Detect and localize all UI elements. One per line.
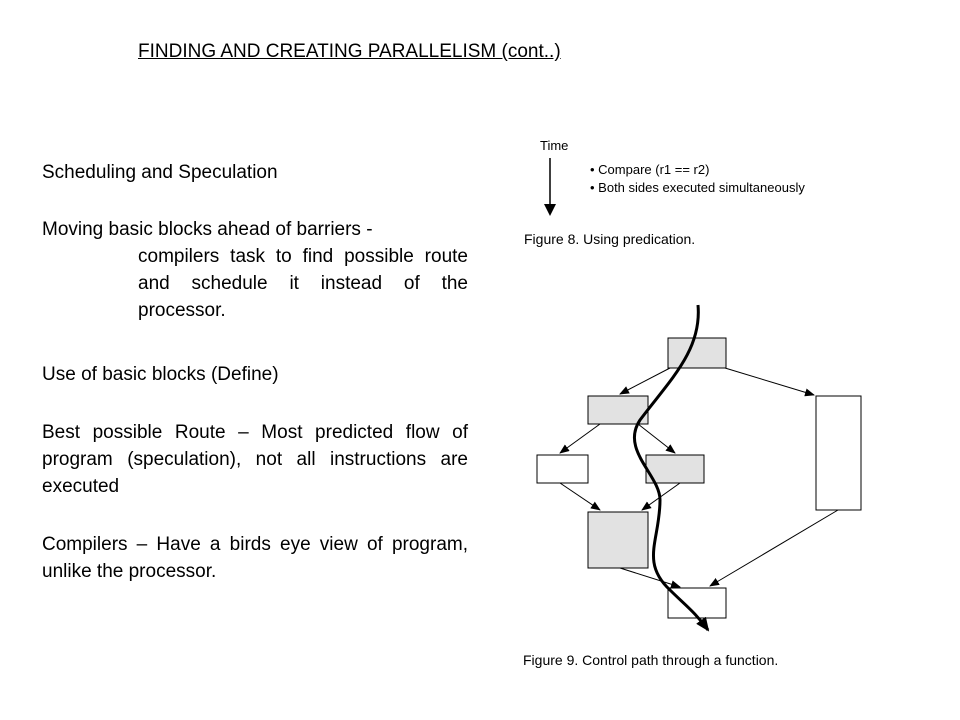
slide-title: FINDING AND CREATING PARALLELISM (cont..… (138, 41, 561, 62)
block-second (587, 395, 649, 425)
paragraph-basic-blocks: Use of basic blocks (Define) (42, 364, 279, 385)
block-white-left (536, 454, 589, 484)
figure-9-caption: Figure 9. Control path through a functio… (523, 652, 779, 668)
control-path (632, 304, 710, 632)
block-shaded-right (645, 454, 705, 484)
paragraph-moving-blocks: Moving basic blocks ahead of barriers - … (42, 216, 468, 324)
edge-top-to-right (724, 367, 815, 397)
figure-8-caption: Figure 8. Using predication. (524, 231, 696, 247)
bullet-both-sides: • Both sides executed simultaneously (590, 180, 805, 195)
edge-big-to-bottom (619, 567, 681, 589)
paragraph-best-route: Best possible Route – Most predicted flo… (42, 422, 468, 497)
time-arrow-head (544, 204, 556, 216)
figure-8-bullets: • Compare (r1 == r2) • Both sides execut… (590, 161, 805, 197)
block-bottom (667, 587, 727, 619)
block-big (587, 511, 649, 569)
paragraph-compilers: Compilers – Have a birds eye view of pro… (42, 534, 468, 582)
figure-9: Figure 9. Control path through a functio… (520, 300, 900, 680)
section-heading: Scheduling and Speculation (42, 162, 278, 183)
block-top (667, 337, 727, 369)
figure-8: Time • Compare (r1 == r2) • Both sides e… (520, 128, 900, 258)
paragraph-line-1: Moving basic blocks ahead of barriers - (42, 219, 373, 240)
edge-second-to-white (559, 423, 601, 454)
bullet-compare: • Compare (r1 == r2) (590, 162, 710, 177)
edge-tall-to-bottom (709, 509, 839, 587)
block-tall-right (815, 395, 862, 511)
edge-second-to-shaded (637, 423, 676, 454)
control-flow-diagram (536, 304, 862, 632)
paragraph-continuation: compilers task to find possible route an… (138, 246, 468, 321)
time-label: Time (540, 138, 569, 153)
edge-white-to-big (559, 482, 601, 511)
edge-top-to-left (619, 367, 671, 395)
time-arrow-icon (544, 158, 556, 216)
